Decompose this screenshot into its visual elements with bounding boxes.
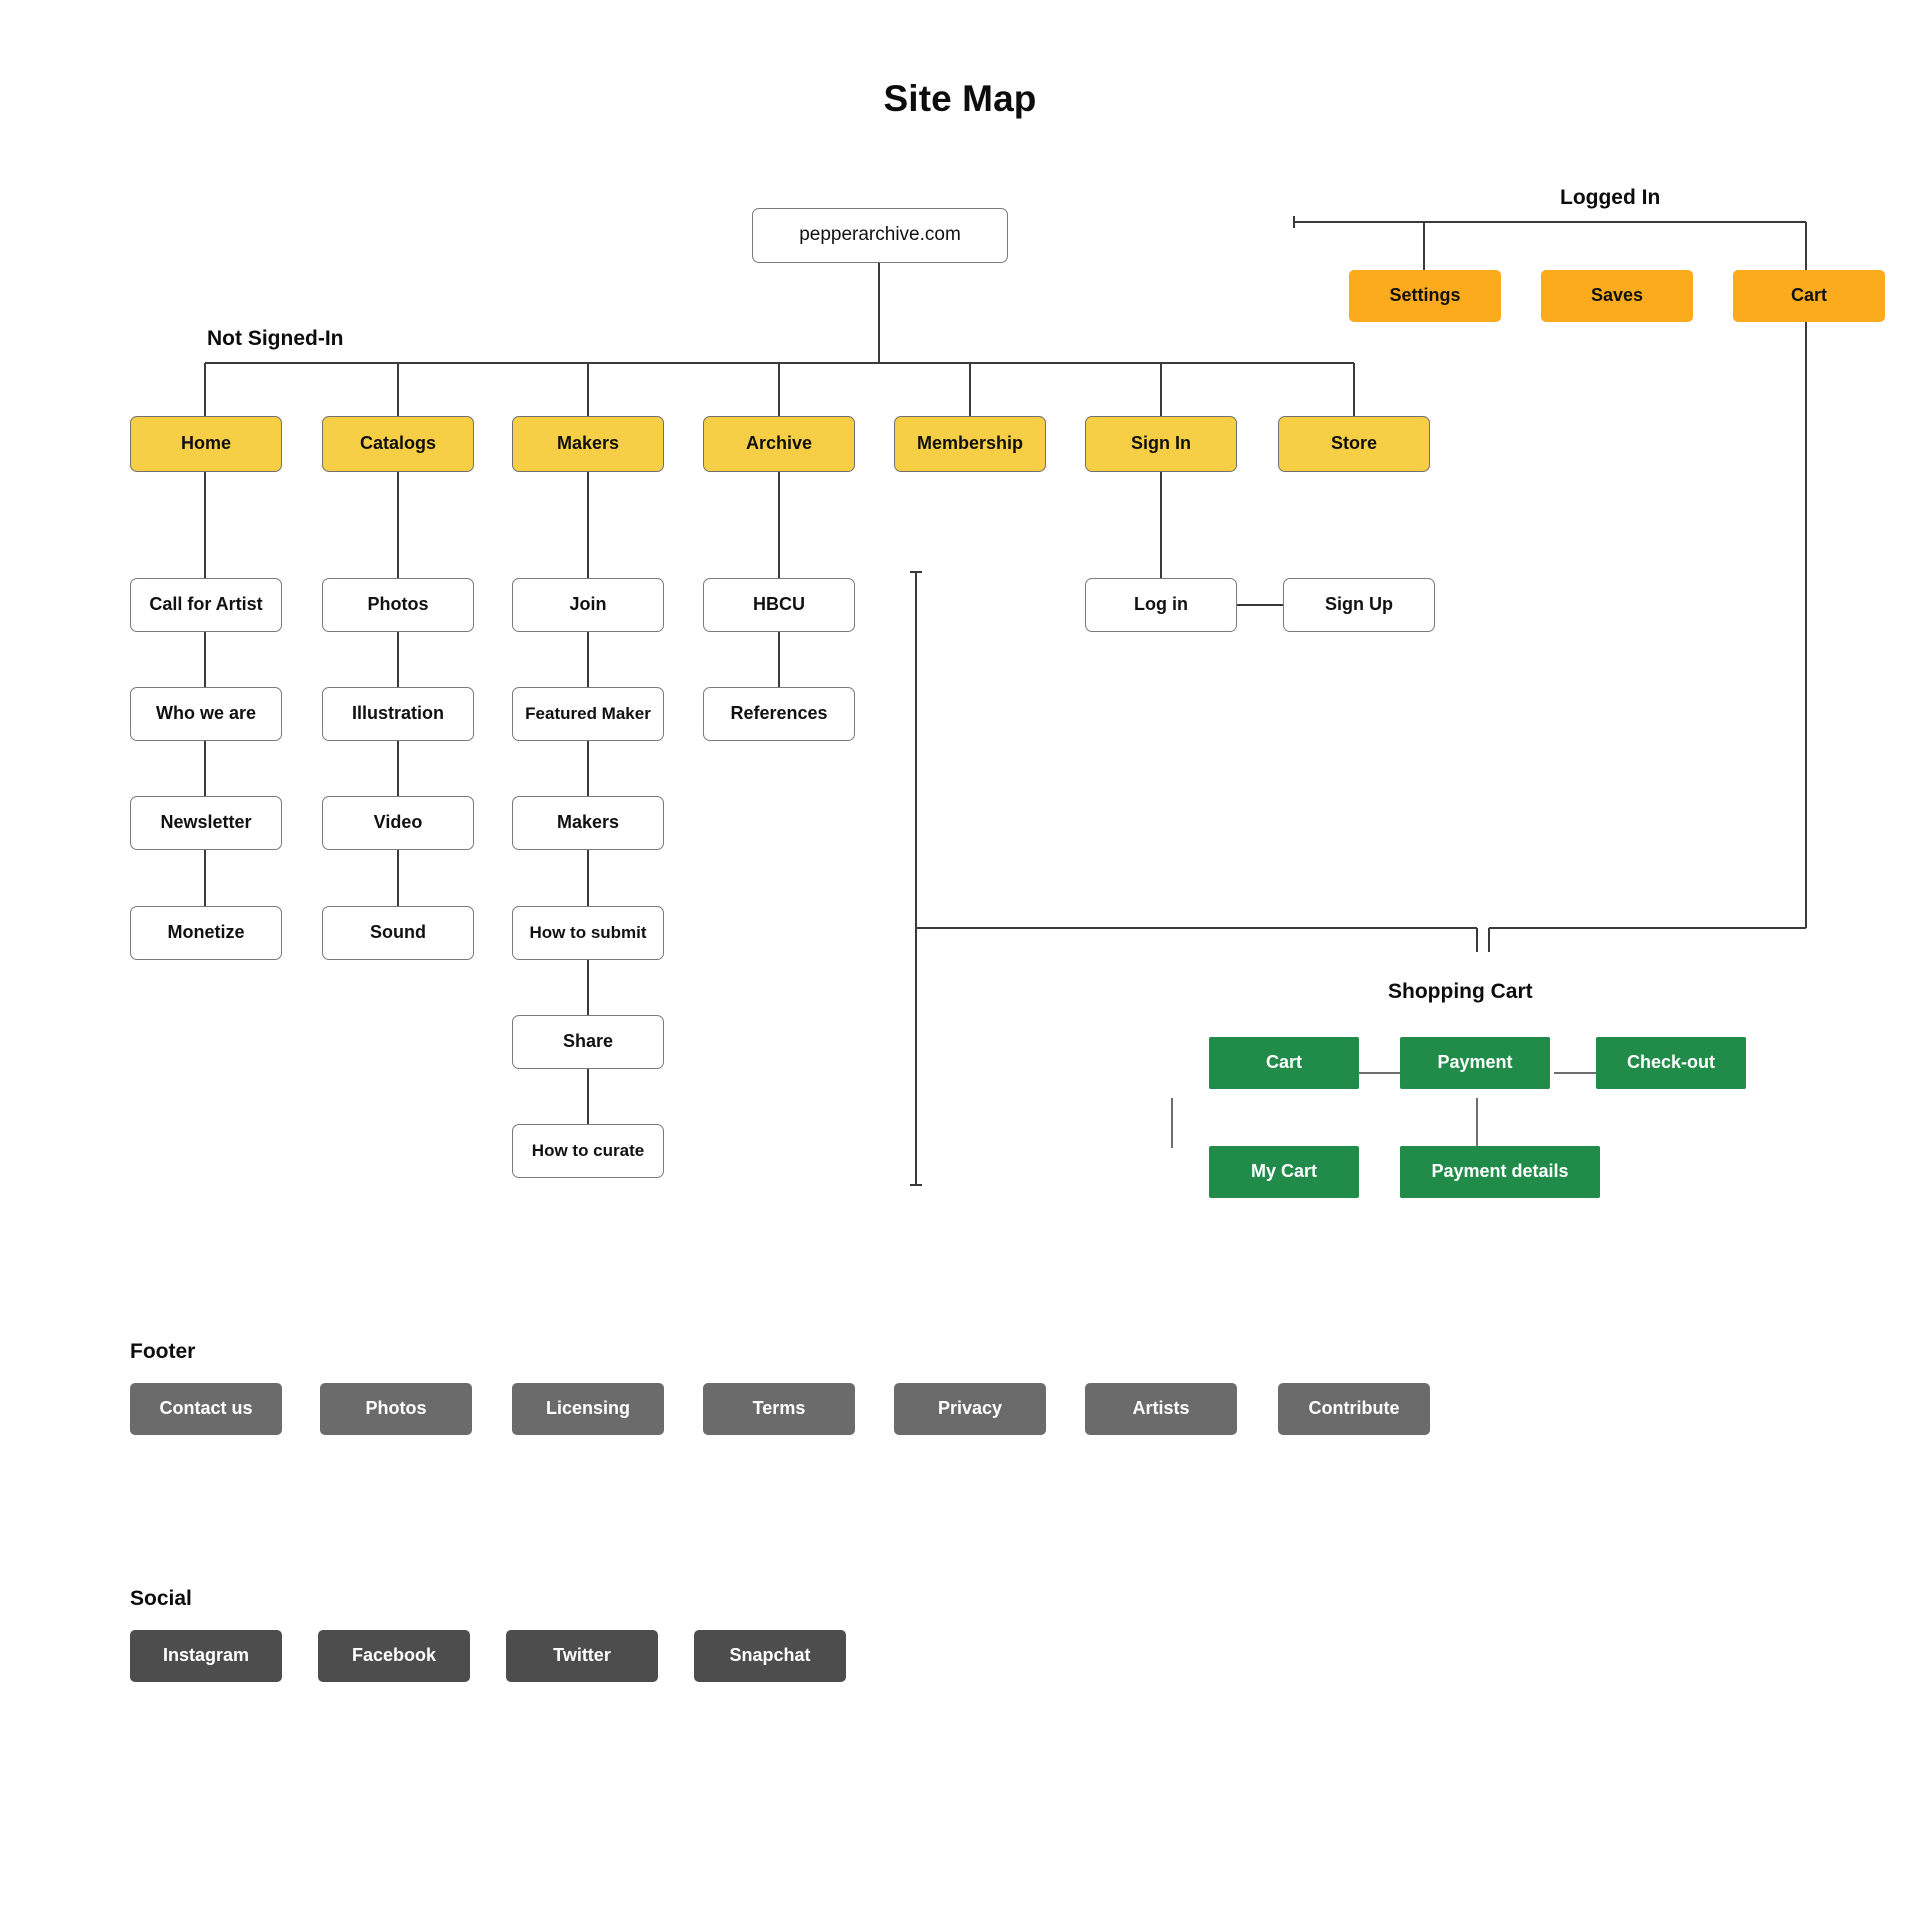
footer-link-contact-us[interactable]: Contact us <box>130 1383 282 1435</box>
group-label-logged-in: Logged In <box>1560 186 1661 209</box>
catalogs-child-sound[interactable]: Sound <box>322 906 474 960</box>
node-settings[interactable]: Settings <box>1349 270 1501 322</box>
makers-child-join[interactable]: Join <box>512 578 664 632</box>
social-link-twitter[interactable]: Twitter <box>506 1630 658 1682</box>
page-title: Site Map <box>883 78 1037 119</box>
footer-link-terms[interactable]: Terms <box>703 1383 855 1435</box>
cart-flow-payment[interactable]: Payment <box>1400 1037 1550 1089</box>
catalogs-child-photos[interactable]: Photos <box>322 578 474 632</box>
nav-item-catalogs[interactable]: Catalogs <box>322 416 474 472</box>
home-child-monetize[interactable]: Monetize <box>130 906 282 960</box>
root-node-pepperarchive[interactable]: pepperarchive.com <box>752 208 1008 263</box>
group-label-footer: Footer <box>130 1340 196 1363</box>
signin-child-sign-up[interactable]: Sign Up <box>1283 578 1435 632</box>
nav-item-home[interactable]: Home <box>130 416 282 472</box>
makers-child-featured-maker[interactable]: Featured Maker <box>512 687 664 741</box>
social-link-snapchat[interactable]: Snapchat <box>694 1630 846 1682</box>
social-link-facebook[interactable]: Facebook <box>318 1630 470 1682</box>
cart-flow-payment-details[interactable]: Payment details <box>1400 1146 1600 1198</box>
footer-link-artists[interactable]: Artists <box>1085 1383 1237 1435</box>
makers-child-makers[interactable]: Makers <box>512 796 664 850</box>
cart-flow-my-cart[interactable]: My Cart <box>1209 1146 1359 1198</box>
makers-child-how-to-submit[interactable]: How to submit <box>512 906 664 960</box>
makers-child-share[interactable]: Share <box>512 1015 664 1069</box>
node-cart-loggedin[interactable]: Cart <box>1733 270 1885 322</box>
signin-child-log-in[interactable]: Log in <box>1085 578 1237 632</box>
social-link-instagram[interactable]: Instagram <box>130 1630 282 1682</box>
cart-flow-check-out[interactable]: Check-out <box>1596 1037 1746 1089</box>
group-label-not-signed-in: Not Signed-In <box>207 327 344 350</box>
footer-link-photos[interactable]: Photos <box>320 1383 472 1435</box>
catalogs-child-illustration[interactable]: Illustration <box>322 687 474 741</box>
archive-child-references[interactable]: References <box>703 687 855 741</box>
cart-flow-cart[interactable]: Cart <box>1209 1037 1359 1089</box>
nav-item-archive[interactable]: Archive <box>703 416 855 472</box>
makers-child-how-to-curate[interactable]: How to curate <box>512 1124 664 1178</box>
nav-item-sign-in[interactable]: Sign In <box>1085 416 1237 472</box>
node-saves[interactable]: Saves <box>1541 270 1693 322</box>
footer-link-contribute[interactable]: Contribute <box>1278 1383 1430 1435</box>
footer-link-privacy[interactable]: Privacy <box>894 1383 1046 1435</box>
nav-item-makers[interactable]: Makers <box>512 416 664 472</box>
home-child-newsletter[interactable]: Newsletter <box>130 796 282 850</box>
catalogs-child-video[interactable]: Video <box>322 796 474 850</box>
home-child-who-we-are[interactable]: Who we are <box>130 687 282 741</box>
group-label-shopping-cart: Shopping Cart <box>1388 980 1533 1003</box>
footer-link-licensing[interactable]: Licensing <box>512 1383 664 1435</box>
home-child-call-for-artist[interactable]: Call for Artist <box>130 578 282 632</box>
nav-item-membership[interactable]: Membership <box>894 416 1046 472</box>
nav-item-store[interactable]: Store <box>1278 416 1430 472</box>
group-label-social: Social <box>130 1587 192 1610</box>
archive-child-hbcu[interactable]: HBCU <box>703 578 855 632</box>
